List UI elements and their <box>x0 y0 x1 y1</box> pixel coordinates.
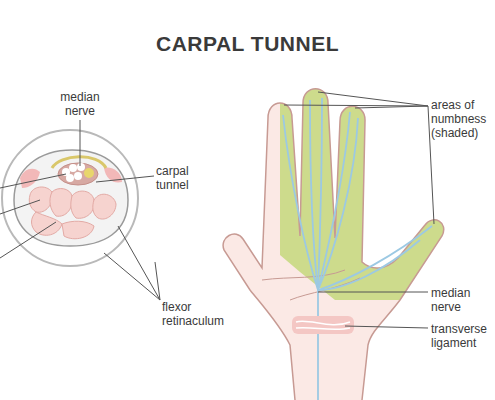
part-label: carpal tunnel <box>156 164 216 192</box>
diagram-title: CARPAL TUNNEL <box>100 32 395 56</box>
part-label: median nerve <box>431 286 495 314</box>
part-label: median nerve <box>50 90 110 118</box>
leader-lines <box>284 92 434 328</box>
part-label: areas of numbness (shaded) <box>431 98 495 140</box>
wrist-section <box>14 150 128 246</box>
part-label: flexor retinaculum <box>162 300 252 328</box>
nerve-branches <box>283 98 432 400</box>
transverse-ligament-band <box>292 316 354 334</box>
hand-outline <box>223 89 444 400</box>
tendon-patch <box>20 169 40 188</box>
leader-lines <box>0 120 160 300</box>
cross-section-circle <box>2 130 138 266</box>
part-label: transverse ligament <box>431 322 495 350</box>
